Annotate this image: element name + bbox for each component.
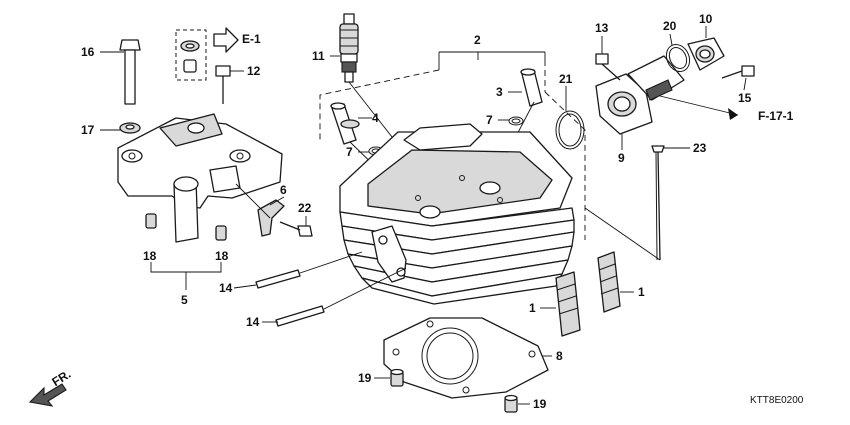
callout-10: 10 bbox=[699, 12, 713, 26]
stud-bolt-14-lower bbox=[275, 267, 407, 327]
callout-18-right: 18 bbox=[215, 249, 229, 263]
callout-18-left: 18 bbox=[143, 249, 157, 263]
bracket-5-18 bbox=[150, 262, 222, 290]
callout-23: 23 bbox=[693, 141, 707, 155]
callout-3: 3 bbox=[496, 85, 503, 99]
bolt-13 bbox=[595, 53, 621, 81]
assembly-bracket-2 bbox=[319, 51, 586, 240]
callout-4: 4 bbox=[372, 111, 379, 125]
rubber-block-1-right bbox=[597, 251, 621, 313]
callout-1-right: 1 bbox=[638, 285, 645, 299]
callout-9: 9 bbox=[618, 151, 625, 165]
o-ring-20 bbox=[665, 43, 691, 73]
callout-12: 12 bbox=[247, 64, 261, 78]
e1-arrow bbox=[213, 27, 239, 53]
callout-11: 11 bbox=[312, 49, 325, 63]
arm-6 bbox=[235, 183, 285, 237]
bolt-15 bbox=[721, 65, 755, 79]
callout-19-right: 19 bbox=[533, 397, 547, 411]
cylinder-head-gasket bbox=[383, 317, 549, 399]
dowel-pin-18-left bbox=[145, 213, 157, 229]
callout-19-left: 19 bbox=[358, 371, 372, 385]
callout-14-lower: 14 bbox=[246, 315, 260, 329]
callout-13: 13 bbox=[595, 21, 609, 35]
callout-20: 20 bbox=[663, 19, 677, 33]
callout-15: 15 bbox=[738, 91, 752, 105]
long-bolt-23 bbox=[584, 145, 665, 261]
e1-seal-group bbox=[175, 29, 207, 81]
intake-joint-10 bbox=[687, 37, 725, 71]
leader-lines bbox=[100, 26, 747, 405]
washer-17 bbox=[119, 122, 141, 134]
diagram-code: KTT8E0200 bbox=[750, 395, 804, 406]
callout-21: 21 bbox=[559, 72, 573, 86]
dowel-pin-19-right bbox=[504, 394, 518, 413]
callout-7-right: 7 bbox=[486, 113, 493, 127]
callout-2: 2 bbox=[474, 33, 481, 47]
o-ring-7-right bbox=[508, 116, 524, 126]
flange-bolt-16 bbox=[119, 39, 141, 105]
o-ring-21 bbox=[555, 110, 585, 150]
bolt-22 bbox=[279, 221, 313, 237]
bolt-12 bbox=[215, 65, 231, 104]
f17-arrow bbox=[659, 95, 739, 120]
reference-f17-1: F-17-1 bbox=[758, 109, 794, 123]
front-arrow-icon bbox=[28, 383, 67, 407]
callout-22: 22 bbox=[298, 201, 312, 215]
reference-e1: E-1 bbox=[242, 32, 261, 46]
callout-1-left: 1 bbox=[529, 301, 536, 315]
callout-8: 8 bbox=[556, 349, 563, 363]
spark-plug bbox=[339, 13, 411, 161]
stud-bolt-14-upper bbox=[255, 251, 363, 289]
callout-17: 17 bbox=[81, 123, 95, 137]
callout-7-left: 7 bbox=[346, 145, 353, 159]
dowel-pin-18-right bbox=[215, 225, 227, 241]
callout-5: 5 bbox=[181, 293, 188, 307]
callout-14-upper: 14 bbox=[219, 281, 233, 295]
intake-insulator-9 bbox=[595, 55, 685, 135]
cylinder-head bbox=[339, 123, 575, 305]
dowel-pin-19-left bbox=[390, 368, 404, 387]
callout-16: 16 bbox=[81, 45, 95, 59]
rubber-block-1-left bbox=[555, 271, 581, 337]
rocker-arm-holder bbox=[117, 113, 283, 243]
callout-6: 6 bbox=[280, 183, 287, 197]
